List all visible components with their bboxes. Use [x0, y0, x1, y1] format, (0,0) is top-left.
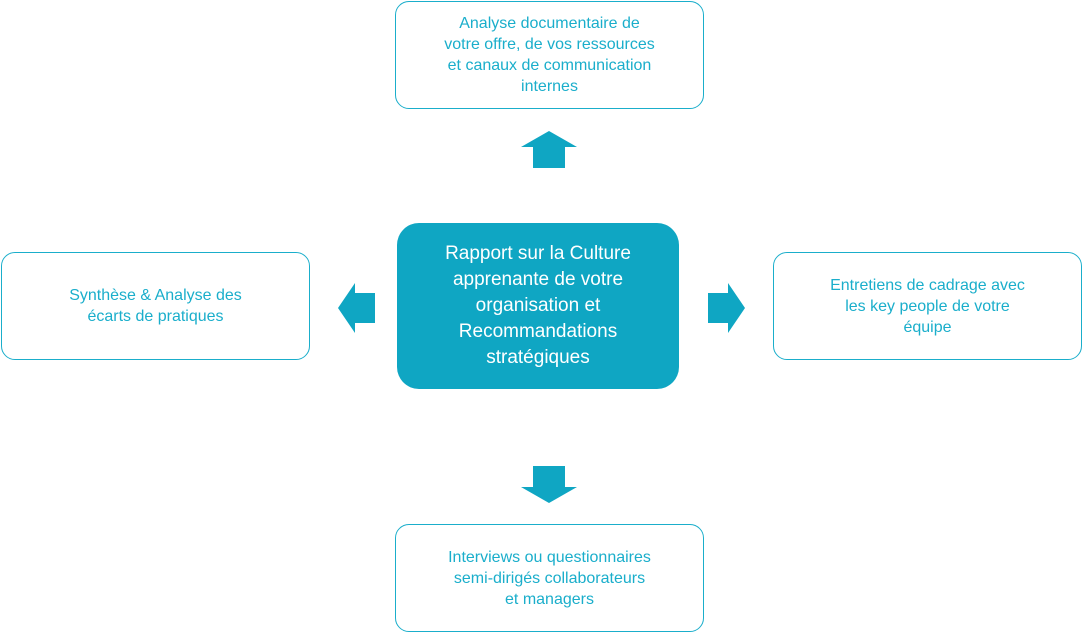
- box-entretiens-cadrage: Entretiens de cadrage avec les key peopl…: [773, 252, 1082, 360]
- box-interviews-questionnaires: Interviews ou questionnaires semi-dirigé…: [395, 524, 704, 632]
- arrow-right-icon: [708, 283, 745, 333]
- center-box-rapport: Rapport sur la Culture apprenante de vot…: [397, 223, 679, 389]
- arrow-down-icon: [521, 466, 577, 503]
- box-analyse-documentaire: Analyse documentaire de votre offre, de …: [395, 1, 704, 109]
- arrow-left-icon: [338, 283, 375, 333]
- arrow-up-icon: [521, 131, 577, 168]
- box-synthese-analyse: Synthèse & Analyse des écarts de pratiqu…: [1, 252, 310, 360]
